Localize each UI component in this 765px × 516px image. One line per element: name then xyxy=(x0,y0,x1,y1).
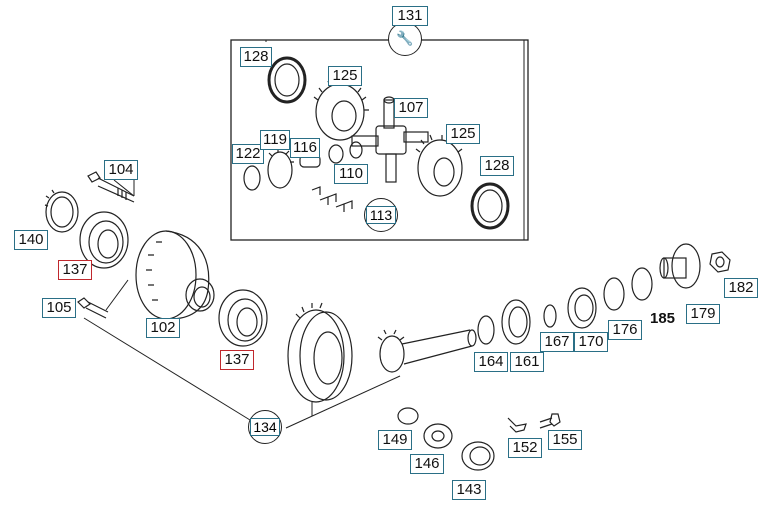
part-137-bearing-left[interactable] xyxy=(79,211,129,269)
callout-182[interactable]: 182 xyxy=(724,278,758,298)
part-161-bearing[interactable] xyxy=(501,299,531,345)
part-110-washer-b xyxy=(349,141,363,159)
part-155-bolt[interactable] xyxy=(539,413,561,429)
part-122-washer[interactable] xyxy=(243,165,261,191)
part-104-bolt[interactable] xyxy=(87,171,135,203)
part-143-bearing[interactable] xyxy=(461,441,495,471)
part-pinion-shaft[interactable] xyxy=(377,329,477,373)
part-176-seal[interactable] xyxy=(603,277,625,311)
callout-179[interactable]: 179 xyxy=(686,304,720,324)
part-128-ring-upper[interactable] xyxy=(267,56,307,104)
part-125-side-gear-left[interactable] xyxy=(313,79,369,141)
callout-119[interactable]: 119 xyxy=(260,130,290,150)
callout-113: 113 xyxy=(366,206,396,224)
part-119-pinion-gear[interactable] xyxy=(267,148,294,189)
callout-110[interactable]: 110 xyxy=(334,164,368,184)
part-105-bolt[interactable] xyxy=(77,297,109,319)
callout-152[interactable]: 152 xyxy=(508,438,542,458)
part-110-thrust-washer[interactable] xyxy=(328,144,344,164)
callout-128-lower[interactable]: 128 xyxy=(480,156,514,176)
part-128-ring-lower[interactable] xyxy=(470,182,510,230)
callout-146[interactable]: 146 xyxy=(410,454,444,474)
part-137-bearing-right[interactable] xyxy=(218,289,268,347)
part-149-washer[interactable] xyxy=(397,407,419,425)
part-152-clip[interactable] xyxy=(507,417,527,433)
part-134-ring-gear[interactable] xyxy=(287,302,353,403)
callout-167[interactable]: 167 xyxy=(540,332,574,352)
callout-140[interactable]: 140 xyxy=(14,230,48,250)
part-102-carrier-housing[interactable] xyxy=(135,230,215,320)
callout-128-upper[interactable]: 128 xyxy=(240,47,272,67)
callout-105[interactable]: 105 xyxy=(42,298,76,318)
callout-122[interactable]: 122 xyxy=(232,144,264,164)
callout-149[interactable]: 149 xyxy=(378,430,412,450)
callout-125-upper[interactable]: 125 xyxy=(328,66,362,86)
part-167-washer[interactable] xyxy=(543,304,557,328)
part-146-ring[interactable] xyxy=(423,423,453,449)
callout-185[interactable]: 185 xyxy=(650,310,676,327)
callout-134: 134 xyxy=(250,418,280,436)
part-170-bearing[interactable] xyxy=(567,287,597,329)
callout-143[interactable]: 143 xyxy=(452,480,486,500)
part-179-flange[interactable] xyxy=(659,243,701,289)
part-182-nut[interactable] xyxy=(709,251,731,273)
callout-137-right[interactable]: 137 xyxy=(220,350,254,370)
part-113-pins[interactable] xyxy=(311,186,353,212)
callout-104[interactable]: 104 xyxy=(104,160,138,180)
callout-176[interactable]: 176 xyxy=(608,320,642,340)
callout-137-left[interactable]: 137 xyxy=(58,260,92,280)
differential-inset-frame xyxy=(230,39,529,241)
part-164-spacer-ring[interactable] xyxy=(477,315,495,345)
part-125-side-gear-right[interactable] xyxy=(415,134,463,197)
callout-161[interactable]: 161 xyxy=(510,352,544,372)
callout-102[interactable]: 102 xyxy=(146,318,180,338)
callout-170[interactable]: 170 xyxy=(574,332,608,352)
callout-125-lower[interactable]: 125 xyxy=(446,124,480,144)
leader-lines xyxy=(83,32,525,429)
callout-116[interactable]: 116 xyxy=(290,138,320,158)
callout-131[interactable]: 131 xyxy=(392,6,428,26)
part-176-seal-b xyxy=(631,267,653,301)
wrench-icon: 🔧 xyxy=(396,30,414,46)
callout-134-circle[interactable]: 134 xyxy=(248,410,282,444)
callout-155[interactable]: 155 xyxy=(548,430,582,450)
callout-107[interactable]: 107 xyxy=(394,98,428,118)
callout-131-tool-circle[interactable]: 🔧 xyxy=(388,22,422,56)
callout-113-circle[interactable]: 113 xyxy=(364,198,398,232)
part-140-seal-ring[interactable] xyxy=(44,189,79,233)
callout-164[interactable]: 164 xyxy=(474,352,508,372)
